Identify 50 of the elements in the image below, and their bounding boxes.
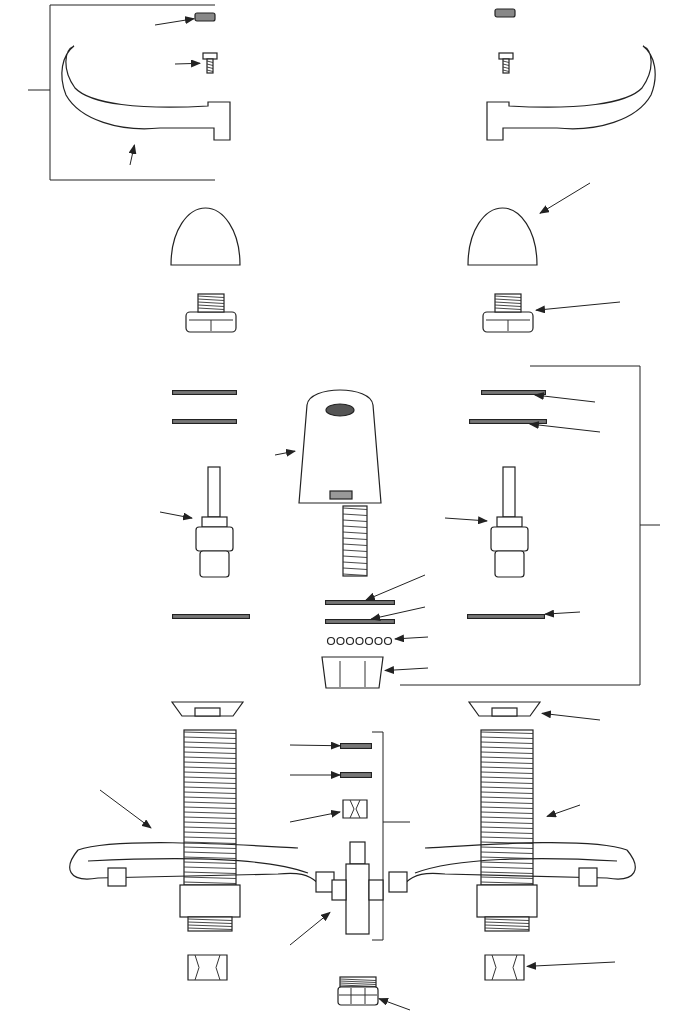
adapter-drawing <box>183 292 239 334</box>
leader-line <box>289 911 331 946</box>
leader-line <box>444 516 488 525</box>
dome-cap-drawing <box>465 205 540 267</box>
washer-drawing <box>469 419 547 424</box>
washer-drawing <box>325 619 395 624</box>
washer-drawing <box>172 614 250 619</box>
screen-drawing <box>325 636 395 646</box>
cartridge-drawing <box>192 465 237 580</box>
leader-line <box>526 961 616 970</box>
aerator-cup-drawing <box>320 655 385 690</box>
screw-drawing <box>200 52 220 74</box>
leader-line <box>154 16 195 26</box>
flange-drawing <box>170 700 245 718</box>
leader-line <box>535 301 621 314</box>
washer-drawing <box>172 390 237 395</box>
leader-line <box>128 144 137 166</box>
washer-drawing <box>325 600 395 605</box>
leader-line <box>539 182 591 214</box>
washer-drawing <box>481 390 546 395</box>
leader-line <box>289 771 341 779</box>
leader-line <box>533 392 596 403</box>
leader-line <box>541 710 601 721</box>
leader-line <box>370 606 426 621</box>
washer-drawing <box>340 743 372 749</box>
leader-line <box>384 666 429 674</box>
leader-line <box>289 741 341 750</box>
cap-drawing <box>494 8 516 18</box>
leader-line <box>174 59 201 68</box>
threaded-shank-drawing <box>340 505 370 577</box>
flange-drawing <box>467 700 542 718</box>
leader-line <box>528 421 601 433</box>
leader-line <box>365 574 426 601</box>
washer-drawing <box>172 419 237 424</box>
leader-line <box>289 809 341 823</box>
leader-line <box>159 511 193 521</box>
leader-line <box>274 448 296 457</box>
dome-cap-drawing <box>168 205 243 267</box>
screw-drawing <box>496 52 516 74</box>
cap-drawing <box>194 12 216 22</box>
leader-line <box>99 789 152 829</box>
leader-line <box>378 998 411 1011</box>
adapter-drawing <box>480 292 536 334</box>
leader-line <box>544 609 581 618</box>
washer-drawing <box>467 614 545 619</box>
washer-drawing <box>340 772 372 778</box>
cartridge-drawing <box>487 465 532 580</box>
aerator-drawing <box>337 975 379 1007</box>
leader-line <box>394 634 429 643</box>
leader-line <box>546 804 581 818</box>
